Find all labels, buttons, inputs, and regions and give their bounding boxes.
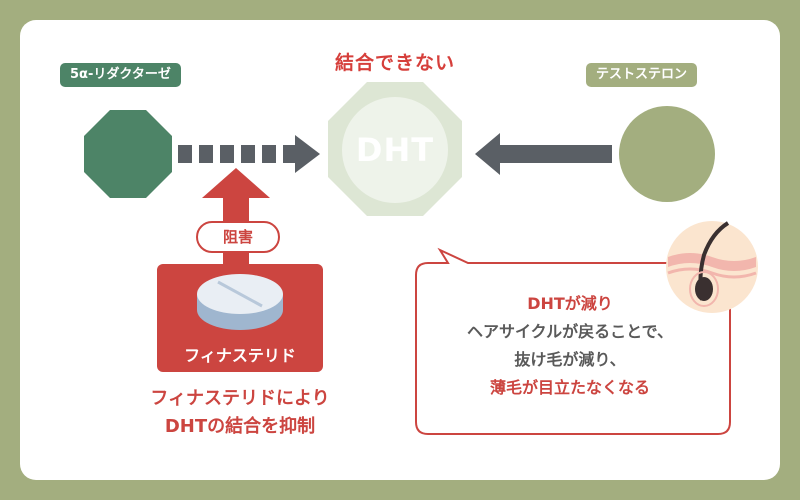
testosterone-circle	[619, 106, 715, 202]
bubble-line-4: 薄毛が目立たなくなる	[489, 378, 650, 397]
caption-line-2: DHTの結合を抑制	[164, 416, 316, 437]
cannot-bind-text: 結合できない	[334, 52, 455, 74]
enzyme-octagon	[84, 110, 172, 198]
pill-icon	[197, 274, 283, 330]
bubble-line-1: DHTが減り	[527, 294, 613, 313]
block-label: 阻害	[196, 221, 280, 253]
enzyme-label: 5α-リダクターゼ	[60, 63, 181, 87]
testosterone-label: テストステロン	[586, 63, 698, 87]
bubble-line-2: ヘアサイクルが戻ることで、	[466, 322, 674, 341]
bubble-text: DHTが減り ヘアサイクルが戻ることで、 抜け毛が減り、 薄毛が目立たなくなる	[420, 290, 720, 402]
hair-follicle-icon	[666, 221, 758, 313]
drug-name: フィナステリド	[184, 346, 296, 365]
dht-inner-circle	[342, 97, 448, 203]
dashed-arrow-right	[178, 135, 320, 173]
dht-text: DHT	[355, 131, 435, 169]
arrow-left	[475, 133, 612, 175]
caption-line-1: フィナステリドにより	[150, 388, 330, 409]
bubble-line-3: 抜け毛が減り、	[514, 350, 626, 369]
